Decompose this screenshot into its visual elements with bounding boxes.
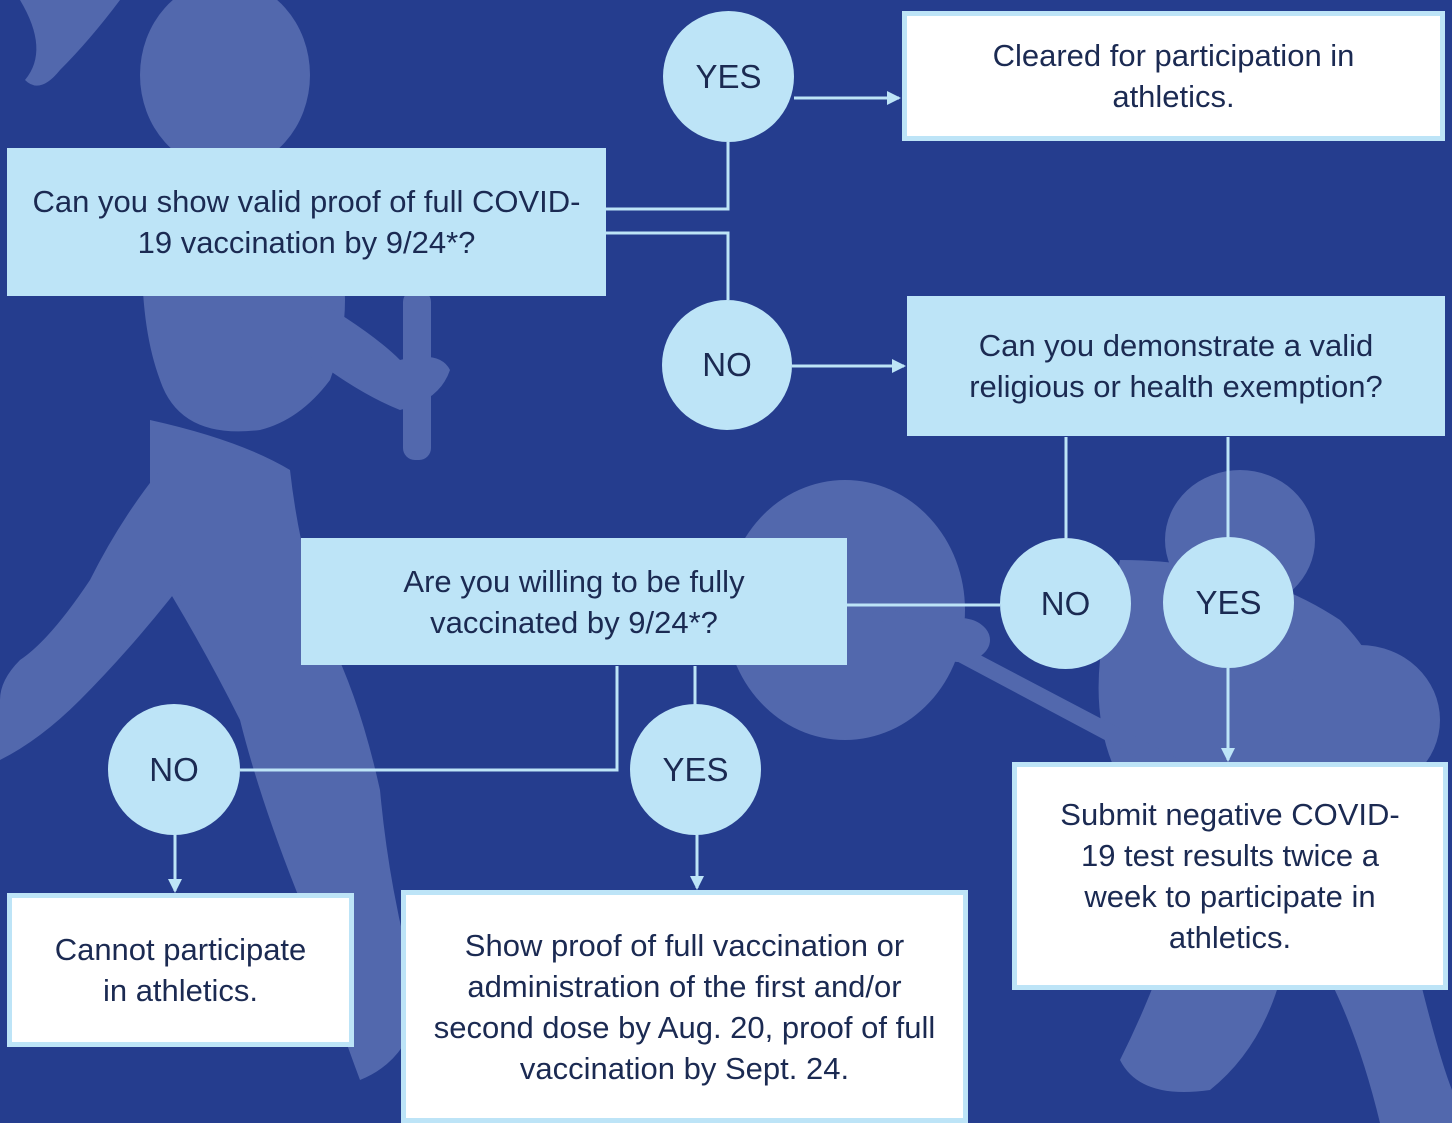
connector-q1-yes bbox=[606, 142, 730, 211]
answer-q1-yes: YES bbox=[663, 11, 794, 142]
question-vaccination-proof: Can you show valid proof of full COVID-1… bbox=[7, 148, 606, 296]
question-willing-vaccinate-text: Are you willing to be fully vaccinated b… bbox=[403, 563, 745, 640]
answer-q2-no: NO bbox=[1000, 538, 1131, 669]
question-vaccination-proof-text: Can you show valid proof of full COVID-1… bbox=[32, 184, 581, 260]
result-submit-tests: Submit negative COVID-19 test results tw… bbox=[1012, 762, 1448, 990]
question-exemption-text: Can you demonstrate a valid religious or… bbox=[969, 328, 1383, 404]
result-cleared: Cleared for participation in athletics. bbox=[902, 11, 1445, 141]
answer-q3-no: NO bbox=[108, 704, 240, 835]
result-cleared-text: Cleared for participation in athletics. bbox=[992, 38, 1355, 114]
answer-q1-no: NO bbox=[662, 300, 792, 430]
result-show-proof-text: Show proof of full vaccination or admini… bbox=[433, 927, 936, 1086]
question-willing-vaccinate: Are you willing to be fully vaccinated b… bbox=[301, 538, 847, 665]
connector-q1-no bbox=[606, 231, 730, 300]
question-exemption: Can you demonstrate a valid religious or… bbox=[907, 296, 1445, 436]
result-cannot-participate: Cannot participate in athletics. bbox=[7, 893, 354, 1047]
connector-q3-no bbox=[240, 666, 619, 772]
answer-q3-yes: YES bbox=[630, 704, 761, 835]
result-cannot-participate-text: Cannot participate in athletics. bbox=[54, 932, 307, 1008]
answer-q2-yes: YES bbox=[1163, 537, 1294, 668]
result-show-proof: Show proof of full vaccination or admini… bbox=[401, 890, 968, 1123]
result-submit-tests-text: Submit negative COVID-19 test results tw… bbox=[1060, 797, 1400, 955]
